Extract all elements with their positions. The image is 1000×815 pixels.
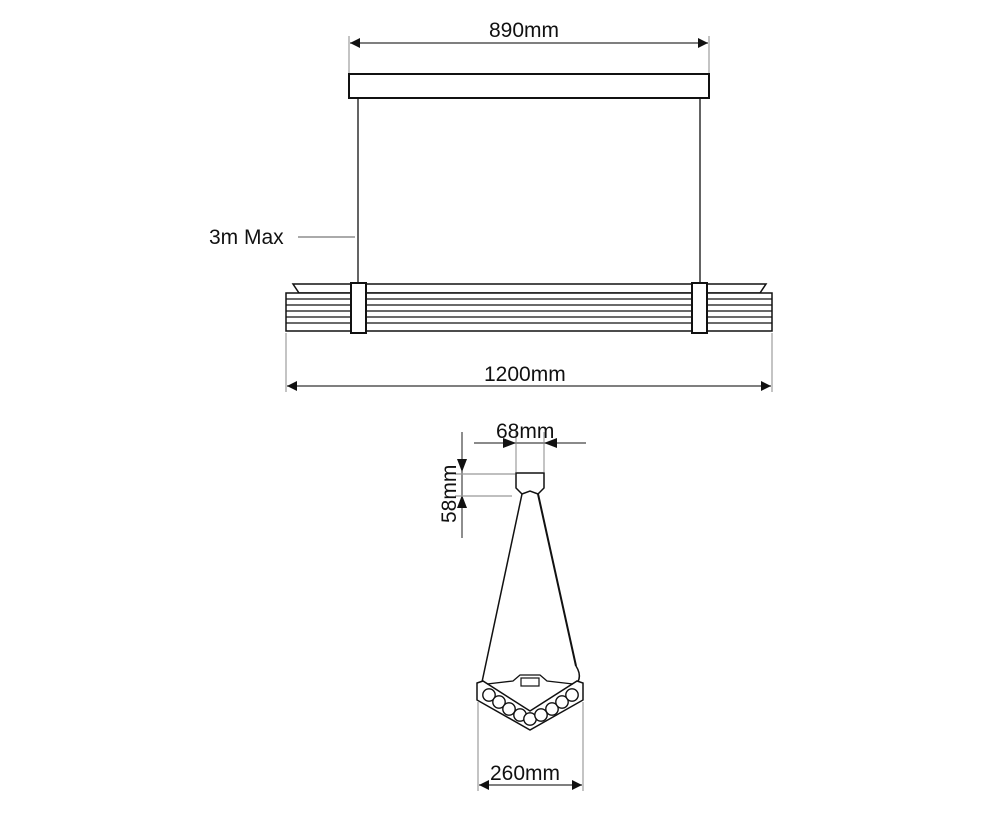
suspension-length-label: 3m Max [209,226,284,249]
side-cable-right [537,493,577,667]
ceiling-canopy [348,73,710,99]
mount-bracket-right [691,282,708,334]
body-length-dimension [285,333,773,392]
side-cable-left [481,493,523,683]
side-canopy-width-dimension [474,432,586,472]
side-canopy-height-dimension [455,432,515,538]
light-body [285,282,773,334]
side-canopy [515,472,545,495]
side-body-width-dimension [477,702,584,791]
side-body-width-label: 260mm [490,762,561,785]
body-length-label: 1200mm [484,363,566,386]
side-canopy-width-label: 68mm [496,420,555,443]
led-lenses [482,688,579,726]
canopy-width-label: 890mm [489,19,560,42]
mount-bracket-left [350,282,367,334]
front-view [285,36,773,392]
side-canopy-height-label: 58mm [438,464,461,523]
side-light-body [476,674,584,731]
side-view [455,432,586,791]
canopy-width-dimension [348,36,710,74]
